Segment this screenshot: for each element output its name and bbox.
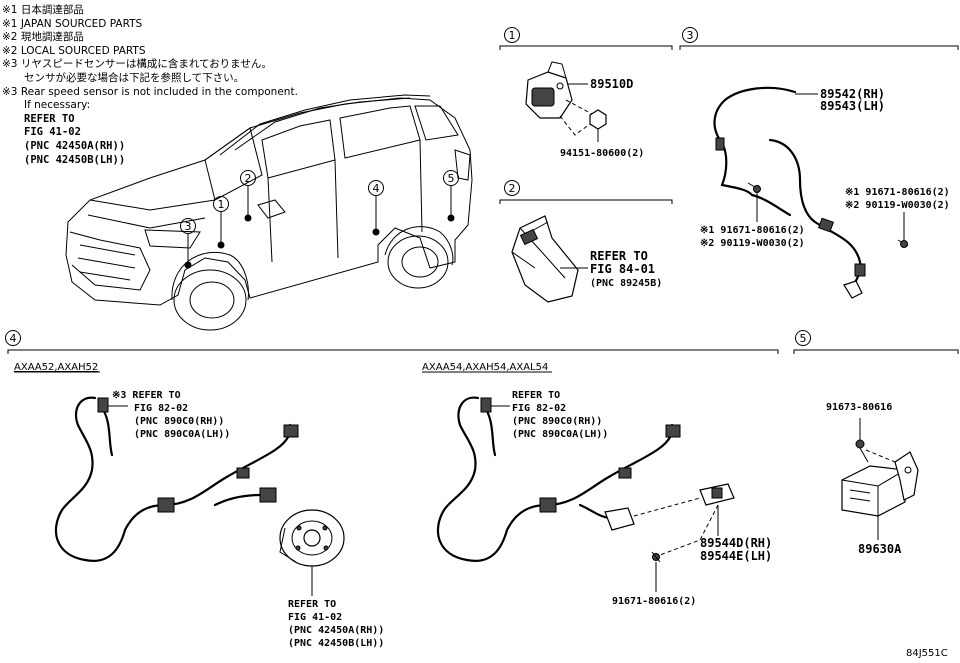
callout-3-text: 3 [185, 220, 192, 233]
note-3-pnc-a: (PNC 42450A(RH)) [24, 139, 126, 152]
section-1-number: 1 [509, 29, 516, 42]
note-2-en: ※2 LOCAL SOURCED PARTS [2, 44, 146, 57]
section-5-part: 89630A [858, 542, 902, 556]
section-3-bolt-a2: ※2 90119-W0030(2) [845, 200, 950, 211]
section-4-number: 4 [10, 332, 17, 345]
section-3-bolt-a1: ※1 91671-80616(2) [845, 187, 950, 198]
section-4-bolt: 91671-80616(2) [612, 596, 696, 607]
section-3-number: 3 [687, 29, 694, 42]
vehicle-callout-4: 4 [368, 180, 384, 196]
note-3-if: If necessary: [24, 99, 91, 112]
section-4-hub-pnc-a: (PNC 42450A(RH)) [288, 625, 384, 636]
section-4: 4 AXAA52,AXAH52 AXAA54,AXAH54,AXAL54 ※3 … [5, 330, 779, 649]
section-4-variant-left: AXAA52,AXAH52 [14, 362, 98, 373]
vehicle-callout-2: 2 [240, 170, 256, 186]
section-4-part-rh: 89544D(RH) [700, 536, 772, 550]
section-4-hub-ref: REFER TO [288, 599, 336, 610]
section-5-number: 5 [800, 332, 807, 345]
note-1-jp: ※1 日本調達部品 [2, 4, 84, 16]
callout-5-text: 5 [448, 172, 455, 185]
note-3-pnc-b: (PNC 42450B(LH)) [24, 153, 126, 166]
section-4-left-pnc-b: (PNC 890C0A(LH)) [134, 429, 230, 440]
section-3-part-rh: 89542(RH) [820, 87, 885, 101]
section-2: 2 REFER TO FIG 84-01 (PNC 89245B) [499, 180, 673, 303]
section-3-bolt-b1: ※1 91671-80616(2) [700, 225, 805, 236]
note-3-fig: FIG 41-02 [24, 126, 81, 139]
diagram-code: 84J551C [906, 648, 948, 659]
section-4-hub-pnc-b: (PNC 42450B(LH)) [288, 638, 384, 649]
section-1: 1 89510D 94151-80600(2) [499, 27, 673, 159]
vehicle-callout-3: 3 [180, 218, 196, 234]
note-3-jp-a: ※3 リヤスピードセンサーは構成に含まれておりません。 [2, 58, 272, 71]
callout-4-text: 4 [373, 182, 380, 195]
section-4-left-pnc-a: (PNC 890C0(RH)) [134, 416, 224, 427]
vehicle-callout-1: 1 [213, 196, 229, 212]
note-3-jp-b: センサが必要な場合は下記を参照して下さい。 [24, 71, 245, 84]
section-2-ref: REFER TO [590, 249, 648, 263]
section-4-right-pnc-a: (PNC 890C0(RH)) [512, 416, 602, 427]
note-1-en: ※1 JAPAN SOURCED PARTS [2, 17, 143, 30]
callout-2-text: 2 [245, 172, 252, 185]
note-2-jp: ※2 現地調達部品 [2, 31, 84, 44]
callout-1-text: 1 [218, 198, 225, 211]
section-5-bolt: 91673-80616 [826, 402, 892, 413]
section-4-right-pnc-b: (PNC 890C0A(LH)) [512, 429, 608, 440]
section-4-right-ref: REFER TO [512, 390, 560, 401]
section-1-part-b: 94151-80600(2) [560, 148, 644, 159]
note-3-en: ※3 Rear speed sensor is not included in … [2, 85, 298, 98]
section-4-left-ref: ※3 REFER TO [112, 390, 181, 401]
notes-block: ※1 日本調達部品 ※1 JAPAN SOURCED PARTS ※2 現地調達… [2, 4, 298, 167]
section-2-pnc: (PNC 89245B) [590, 278, 662, 289]
section-1-part-a: 89510D [590, 77, 633, 91]
note-3-ref: REFER TO [24, 112, 75, 125]
vehicle-callout-5: 5 [443, 170, 459, 186]
section-2-fig: FIG 84-01 [590, 262, 655, 276]
vehicle-illustration [65, 94, 473, 331]
section-4-right-fig: FIG 82-02 [512, 403, 566, 414]
section-3-bolt-b2: ※2 90119-W0030(2) [700, 238, 805, 249]
section-3: 3 89542(RH) 89543(LH) ※1 91671-80616(2) … [679, 27, 959, 299]
section-4-hub-fig: FIG 41-02 [288, 612, 342, 623]
section-5: 5 91673-80616 89630A [793, 330, 959, 556]
section-2-number: 2 [509, 182, 516, 195]
section-3-part-lh: 89543(LH) [820, 99, 885, 113]
section-4-part-lh: 89544E(LH) [700, 549, 772, 563]
section-4-variant-right: AXAA54,AXAH54,AXAL54 [422, 362, 548, 373]
section-4-left-fig: FIG 82-02 [134, 403, 188, 414]
